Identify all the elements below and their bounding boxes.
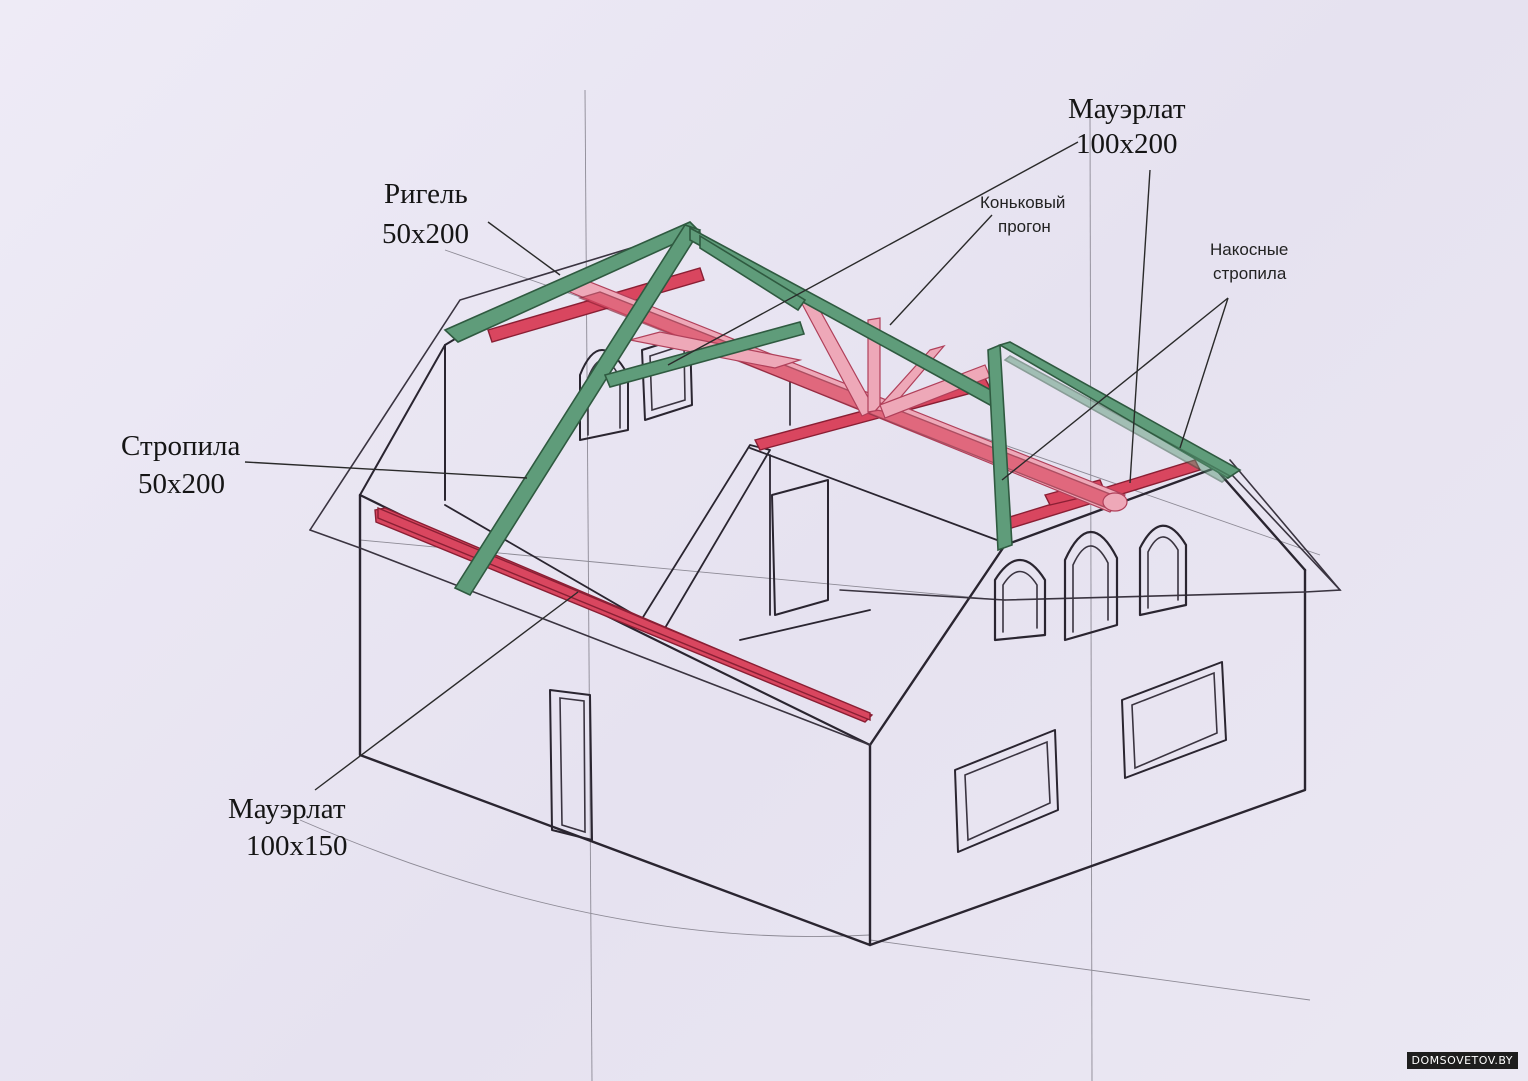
rafter-left-eave [443,221,702,343]
konkovy-line1-label: Коньковый [980,193,1065,212]
konkovy-line2-label: прогон [998,217,1051,236]
hip-rafter-vertical [987,343,1013,552]
stropila-name-label: Стропила [121,430,240,462]
nakosnye-line2-label: стропила [1213,264,1287,283]
mauerlat-bottom-size-label: 100x150 [246,830,348,862]
stropila-size-label: 50x200 [138,468,225,500]
house-walls [309,229,1342,947]
watermark-badge: DOMSOVETOV.BY [1406,1052,1518,1069]
nakosnye-line1-label: Накосные [1210,240,1288,259]
hip-rafter-right [998,341,1242,479]
rigel-size-label: 50x200 [382,218,469,250]
rafter-main [453,224,702,597]
mauerlat-bottom-name-label: Мауэрлат [228,793,346,825]
green-rafters [443,221,1242,597]
rigel-name-label: Ригель [384,178,468,210]
mauerlat-top-name-label: Мауэрлат [1068,93,1186,125]
leader-lines [244,141,1229,791]
mauerlat-top-size-label: 100x200 [1076,128,1178,160]
annotations: Ригель 50x200 Мауэрлат 100x200 Коньковый… [121,93,1288,862]
